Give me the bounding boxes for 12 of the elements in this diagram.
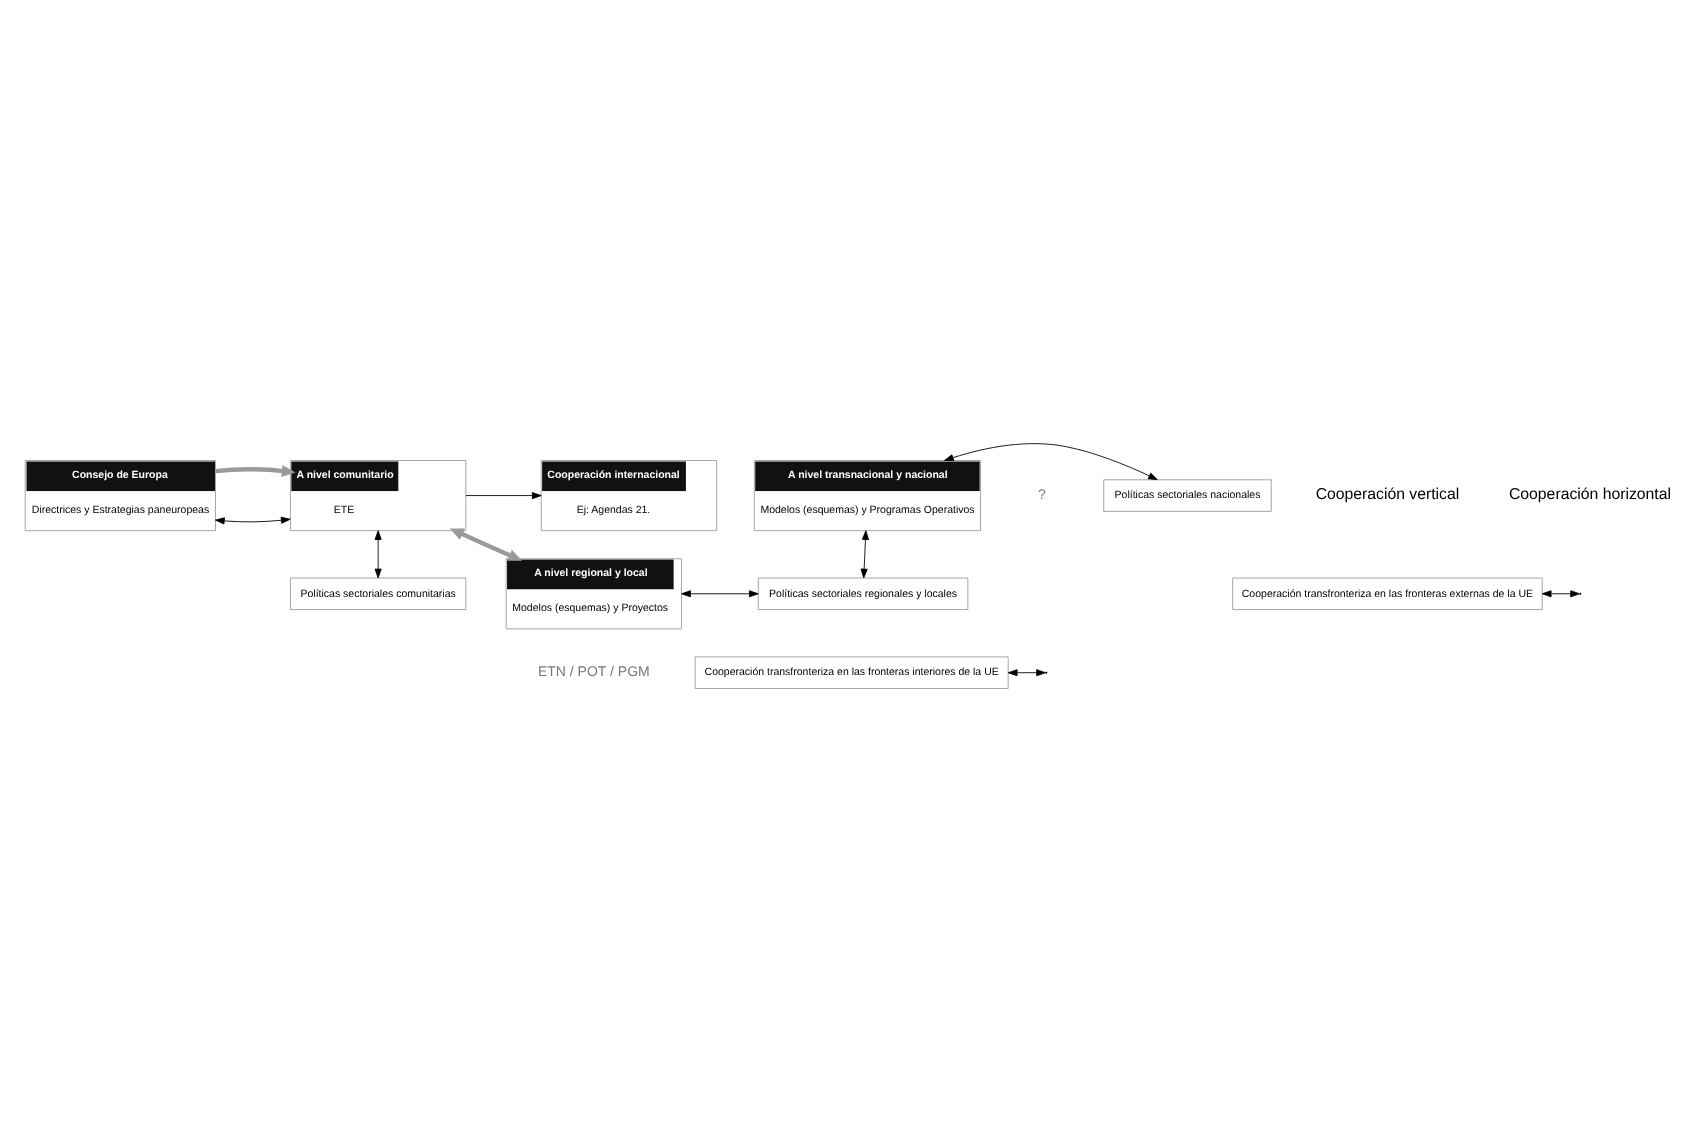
arrow xyxy=(1007,669,1046,677)
arrow xyxy=(1541,590,1580,598)
arrow xyxy=(449,528,523,561)
arrow xyxy=(681,590,759,598)
arrow xyxy=(465,492,542,500)
arrow xyxy=(944,443,1158,481)
arrow xyxy=(215,464,296,477)
label: Cooperación horizontal xyxy=(1509,485,1671,504)
arrow xyxy=(374,530,382,579)
label: Cooperación vertical xyxy=(1315,485,1460,504)
arrow xyxy=(860,530,869,579)
arrow xyxy=(215,516,291,525)
